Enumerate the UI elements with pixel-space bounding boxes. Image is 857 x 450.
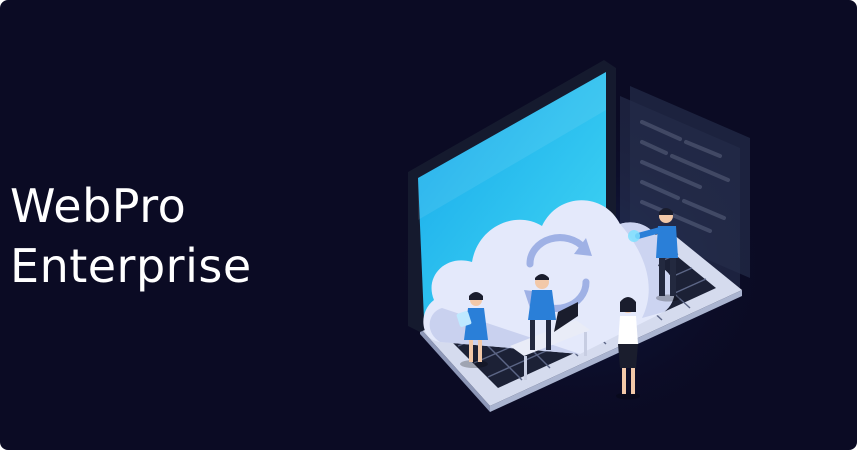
title-line-1: WebPro [10, 179, 187, 233]
person-woman-tablet [456, 292, 488, 368]
title-line-2: Enterprise [10, 239, 252, 293]
person-woman-standing [616, 297, 640, 400]
person-man-touch [628, 208, 680, 302]
person-man-desk [510, 274, 590, 380]
page-title: WebPro Enterprise [10, 176, 252, 296]
cloud-laptop-illustration [380, 60, 780, 420]
